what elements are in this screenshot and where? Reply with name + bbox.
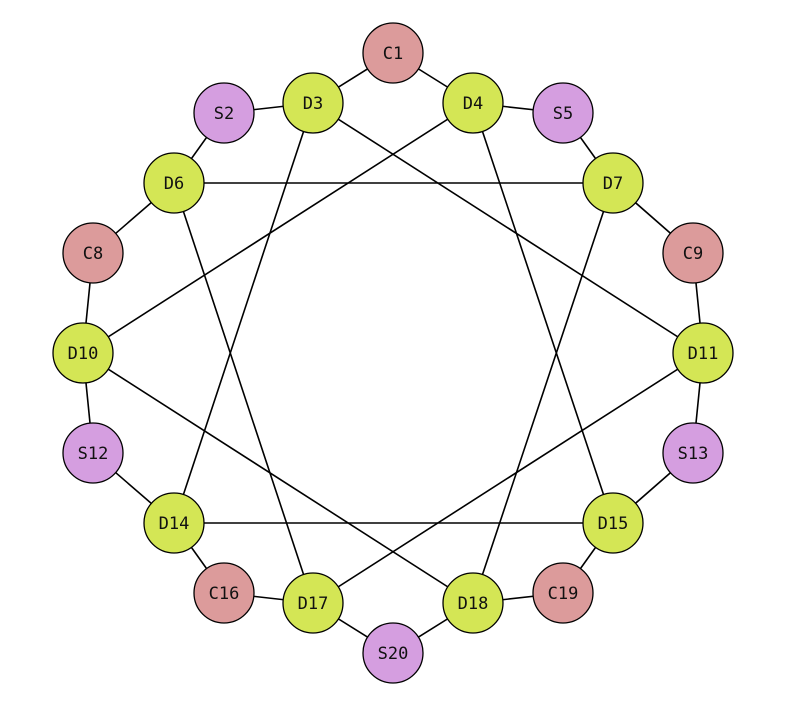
edge-d3-d11 (312, 102, 704, 354)
node-s2: S2 (193, 82, 255, 144)
node-label-s13: S13 (678, 444, 709, 464)
node-circle-d3 (282, 72, 344, 134)
node-label-c19: C19 (548, 584, 579, 604)
node-d15: D15 (582, 492, 644, 554)
node-circle-s5 (532, 82, 594, 144)
node-label-d7: D7 (603, 174, 623, 194)
node-circle-s13 (662, 422, 724, 484)
node-label-c8: C8 (83, 244, 103, 264)
edge-d6-d17 (173, 182, 314, 604)
node-label-d10: D10 (68, 344, 99, 364)
node-label-d17: D17 (298, 594, 329, 614)
edge-d3-d14 (173, 102, 314, 524)
node-label-c9: C9 (683, 244, 703, 264)
node-circle-s20 (362, 622, 424, 684)
node-d14: D14 (143, 492, 205, 554)
node-s13: S13 (662, 422, 724, 484)
node-circle-d10 (52, 322, 114, 384)
node-circle-s2 (193, 82, 255, 144)
node-circle-c9 (662, 222, 724, 284)
node-c1: C1 (362, 22, 424, 84)
node-label-d6: D6 (164, 174, 184, 194)
edge-d4-d10 (82, 102, 474, 354)
node-label-s12: S12 (78, 444, 109, 464)
node-label-s5: S5 (553, 104, 573, 124)
node-circle-d17 (282, 572, 344, 634)
node-label-d14: D14 (159, 514, 190, 534)
edge-d7-d18 (472, 182, 614, 604)
edges-layer (82, 52, 704, 654)
node-circle-s12 (62, 422, 124, 484)
node-label-d11: D11 (688, 344, 719, 364)
node-s20: S20 (362, 622, 424, 684)
node-d3: D3 (282, 72, 344, 134)
node-d17: D17 (282, 572, 344, 634)
node-label-d18: D18 (458, 594, 489, 614)
node-d6: D6 (143, 152, 205, 214)
node-d4: D4 (442, 72, 504, 134)
node-s5: S5 (532, 82, 594, 144)
node-circle-c8 (62, 222, 124, 284)
node-c16: C16 (193, 562, 255, 624)
edge-d4-d15 (472, 102, 614, 524)
node-c8: C8 (62, 222, 124, 284)
node-label-c16: C16 (209, 584, 240, 604)
node-label-d4: D4 (463, 94, 483, 114)
node-circle-d11 (672, 322, 734, 384)
node-circle-c16 (193, 562, 255, 624)
node-d7: D7 (582, 152, 644, 214)
node-circle-d15 (582, 492, 644, 554)
node-circle-d7 (582, 152, 644, 214)
node-label-c1: C1 (383, 44, 403, 64)
node-s12: S12 (62, 422, 124, 484)
node-circle-d4 (442, 72, 504, 134)
node-label-s2: S2 (214, 104, 234, 124)
node-d18: D18 (442, 572, 504, 634)
node-d11: D11 (672, 322, 734, 384)
node-circle-d14 (143, 492, 205, 554)
node-circle-c1 (362, 22, 424, 84)
node-circle-d18 (442, 572, 504, 634)
node-c9: C9 (662, 222, 724, 284)
node-circle-d6 (143, 152, 205, 214)
edge-d10-d18 (82, 352, 474, 604)
node-label-d15: D15 (598, 514, 629, 534)
edge-d11-d17 (312, 352, 704, 604)
node-circle-c19 (532, 562, 594, 624)
node-label-s20: S20 (378, 644, 409, 664)
node-c19: C19 (532, 562, 594, 624)
node-label-d3: D3 (303, 94, 323, 114)
node-d10: D10 (52, 322, 114, 384)
